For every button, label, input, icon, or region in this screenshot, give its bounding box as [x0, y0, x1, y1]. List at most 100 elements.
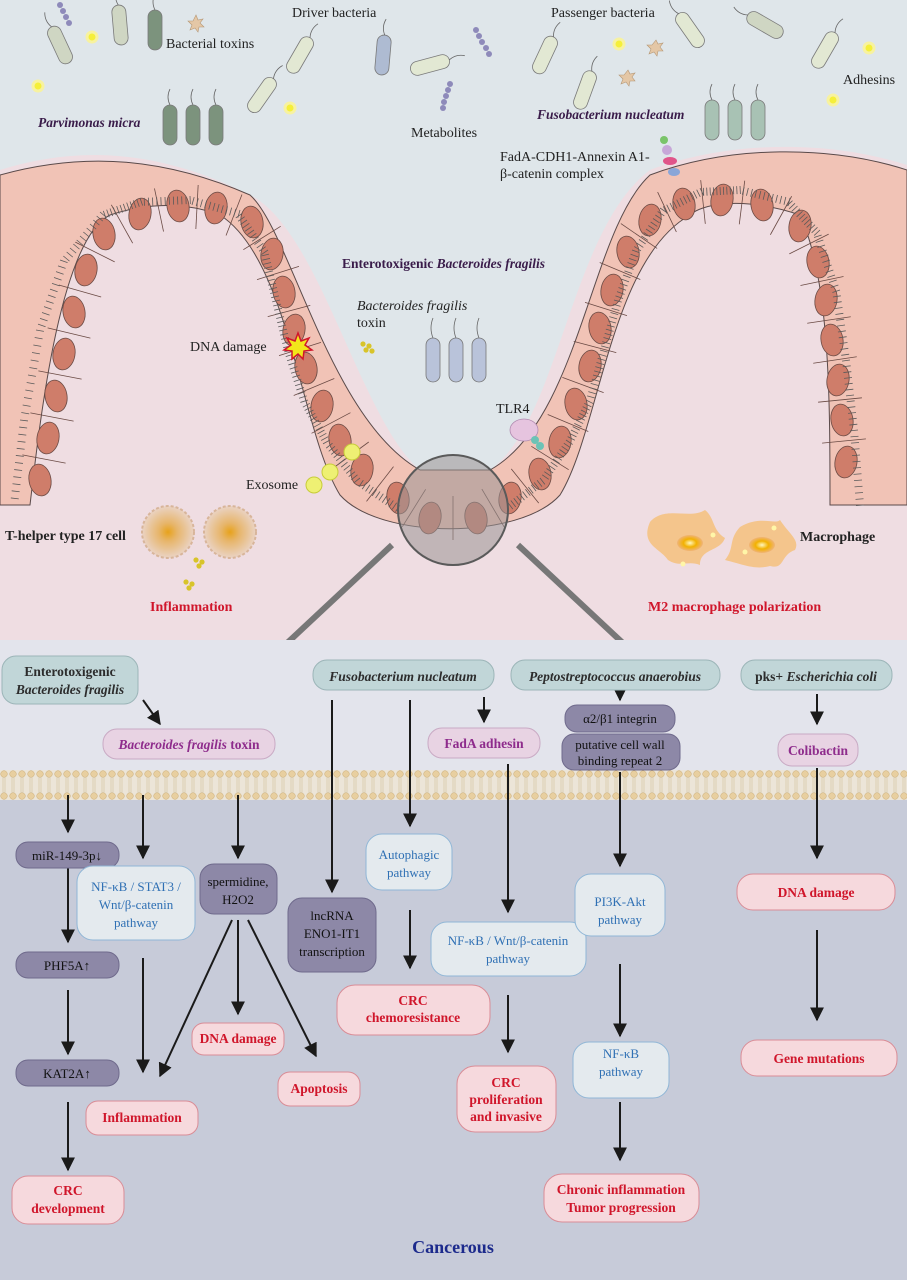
box-crc-chemo-2: chemoresistance — [366, 1010, 460, 1025]
box-bft: Bacteroides fragilis toxin — [117, 737, 259, 752]
box-crc-prolif-1: CRC — [491, 1075, 520, 1090]
cell-nucleus — [310, 389, 334, 423]
toxin-stars — [187, 14, 664, 87]
box-colibactin: Colibactin — [788, 743, 848, 758]
cell-divider — [700, 180, 706, 224]
tlr4-receptor — [509, 418, 544, 450]
cell-divider — [562, 377, 604, 393]
box-peptostreptococcus: Peptostreptococcus anaerobius — [529, 669, 701, 684]
label-bft-2: toxin — [357, 316, 386, 331]
cell-divider — [807, 316, 851, 324]
cell-divider — [22, 454, 66, 464]
cell-nucleus — [600, 273, 624, 307]
box-etbf-2: Bacteroides fragilis — [15, 682, 124, 697]
macrophages — [647, 510, 797, 568]
bacterium — [208, 104, 224, 146]
box-nfkb-stat3-2: Wnt/β-catenin — [99, 897, 174, 912]
pathway-boxes — [76, 833, 670, 1099]
label-metabolites: Metabolites — [411, 126, 477, 141]
bacterium — [162, 104, 178, 146]
box-nfkb-stat3-1: NF-κB / STAT3 / — [91, 879, 181, 894]
cell-divider — [58, 284, 102, 298]
box-gene-mutations: Gene mutations — [773, 1051, 864, 1066]
box-pks-ecoli: pks+ Escherichia coli — [755, 669, 877, 684]
outcome-boxes — [11, 873, 898, 1225]
cell-nucleus — [128, 197, 152, 231]
label-fada-complex-1: FadA-CDH1-Annexin A1- — [500, 150, 650, 165]
cell-divider — [293, 378, 335, 396]
label-m2-polarization: M2 macrophage polarization — [648, 600, 821, 615]
cell-nucleus — [74, 253, 98, 287]
zoom-circle — [397, 454, 509, 566]
label-adhesins: Adhesins — [843, 73, 895, 88]
cell-nucleus — [28, 463, 52, 497]
cell-nucleus — [548, 425, 572, 459]
box-pcwbr-1: putative cell wall — [575, 737, 665, 752]
bacterium — [750, 99, 766, 141]
cell-divider — [800, 276, 844, 286]
cell-divider — [243, 226, 281, 250]
cell-divider — [657, 191, 677, 233]
cell-divider — [531, 446, 569, 470]
box-fusobacterium: Fusobacterium nucleatum — [328, 669, 476, 684]
metabolite-chains — [57, 2, 492, 111]
cell-nucleus — [826, 363, 850, 397]
cell-divider — [573, 341, 617, 353]
cell-nucleus — [272, 275, 296, 309]
cell-nucleus — [44, 379, 68, 413]
box-dna-damage-2: DNA damage — [778, 885, 855, 900]
box-phf5a: PHF5A↑ — [44, 958, 90, 973]
cell-nucleus — [820, 323, 844, 357]
th17-cells — [141, 505, 257, 559]
label-bacterial-toxins: Bacterial toxins — [166, 37, 254, 52]
box-nfkb-wnt-1: NF-κB / Wnt/β-catenin — [448, 933, 569, 948]
cell-divider — [822, 438, 866, 444]
pathway-arrows — [61, 687, 824, 1172]
label-bft-1: Bacteroides fragilis — [357, 299, 468, 314]
box-lnc-1: lncRNA — [310, 908, 354, 923]
bacterium — [746, 11, 784, 39]
box-spermidine-2: H2O2 — [222, 892, 254, 907]
cell-divider — [818, 397, 862, 403]
cell-nucleus — [750, 188, 774, 222]
label-th17: T-helper type 17 cell — [5, 529, 126, 544]
box-crc-prolif-2: proliferation — [469, 1092, 543, 1107]
cell-divider — [267, 305, 311, 317]
box-pi3k-1: PI3K-Akt — [594, 894, 646, 909]
cell-divider — [256, 265, 300, 281]
label-parvimonas: Parvimonas micra — [38, 115, 141, 130]
box-autophagic-1: Autophagic — [379, 847, 440, 862]
label-exosome: Exosome — [246, 478, 298, 493]
bacterium — [374, 34, 392, 76]
bacterium — [410, 54, 450, 76]
box-nfkb-stat3-3: pathway — [114, 915, 159, 930]
box-chronic-1: Chronic inflammation — [557, 1182, 686, 1197]
cell-divider — [30, 412, 74, 422]
cell-nucleus — [814, 283, 838, 317]
cell-nucleus — [830, 403, 854, 437]
cell-divider — [584, 301, 628, 317]
dna-damage-icon — [282, 330, 314, 361]
box-mir: miR-149-3p↓ — [32, 848, 102, 863]
cell-divider — [547, 414, 589, 432]
molecule-boxes — [15, 704, 681, 1087]
box-apoptosis: Apoptosis — [290, 1081, 347, 1096]
cell-divider — [38, 370, 82, 380]
box-nfkb2-2: pathway — [599, 1064, 644, 1079]
box-autophagic-2: pathway — [387, 865, 432, 880]
exosome-icon — [305, 443, 361, 494]
toxin-dots — [183, 341, 375, 591]
adhesin-dots — [31, 30, 876, 115]
cell-nucleus — [834, 445, 858, 479]
box-crc-dev-1: CRC — [53, 1183, 82, 1198]
toxin-boxes — [102, 727, 859, 767]
label-fada-complex-2: β-catenin complex — [500, 167, 604, 182]
cell-nucleus — [166, 189, 190, 223]
box-crc-prolif-3: and invasive — [470, 1109, 542, 1124]
cell-divider — [599, 262, 641, 280]
zoom-line-left — [282, 542, 395, 648]
bacteria-group — [44, 0, 844, 146]
cell-nucleus — [260, 237, 284, 271]
cell-nucleus — [564, 387, 588, 421]
